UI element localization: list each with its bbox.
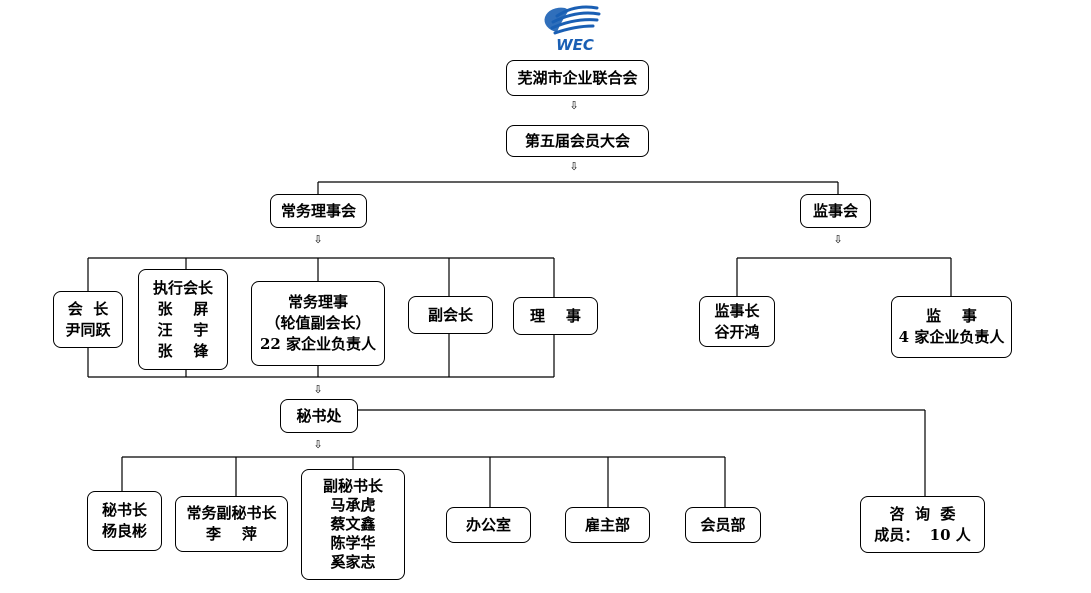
executive-vp-name: 汪 宇 (157, 320, 209, 339)
arrow-down-icon: ⇩ (313, 438, 323, 451)
supervisor-title: 监 事 (926, 307, 977, 325)
node-vice-president: 副会长 (408, 296, 493, 334)
supervisor-members: 4 家企业负责人 (898, 328, 1005, 346)
arrow-down-icon: ⇩ (833, 233, 843, 246)
node-deputy-sg: 副秘书长 马承虎 蔡文鑫 陈学华 奚家志 (301, 469, 405, 580)
node-supervisor: 监 事 4 家企业负责人 (891, 296, 1012, 358)
node-office: 办公室 (446, 507, 531, 543)
chief-supervisor-title: 监事长 (714, 301, 760, 320)
standing-director-subtitle: （轮值副会长） (265, 314, 371, 332)
director-title: 理 事 (530, 306, 581, 325)
node-executive-vp: 执行会长 张 屏 汪 宇 张 锋 (138, 269, 228, 370)
node-president: 会 长 尹同跃 (53, 291, 123, 348)
node-secretariat-label: 秘书处 (296, 406, 342, 425)
executive-deputy-sg-title: 常务副秘书长 (186, 504, 277, 522)
deputy-sg-name: 蔡文鑫 (330, 515, 376, 533)
executive-vp-name: 张 锋 (157, 341, 209, 360)
wec-logo: WEC (544, 5, 601, 54)
node-member-dept-label: 会员部 (700, 515, 746, 534)
node-secretariat: 秘书处 (280, 399, 358, 433)
arrow-down-icon: ⇩ (313, 233, 323, 246)
node-employer-dept: 雇主部 (565, 507, 650, 543)
standing-director-members: 22 家企业负责人 (259, 335, 377, 353)
executive-vp-name: 张 屏 (157, 299, 209, 318)
arrow-down-icon: ⇩ (313, 383, 323, 396)
node-member-dept: 会员部 (685, 507, 761, 543)
node-standing-council-label: 常务理事会 (280, 201, 356, 220)
node-supervisory-board-label: 监事会 (812, 201, 858, 220)
node-assembly-label: 第五届会员大会 (524, 131, 630, 150)
president-name: 尹同跃 (65, 320, 111, 339)
node-federation-label: 芜湖市企业联合会 (517, 68, 638, 87)
node-supervisory-board: 监事会 (800, 194, 871, 228)
executive-vp-title: 执行会长 (152, 278, 213, 297)
advisory-members: 成员： 10 人 (874, 525, 971, 544)
logo-text: WEC (556, 36, 594, 54)
standing-director-title: 常务理事 (287, 293, 348, 311)
node-chief-supervisor: 监事长 谷开鸿 (699, 296, 775, 347)
arrow-down-icon: ⇩ (569, 160, 579, 173)
deputy-sg-title: 副秘书长 (322, 477, 383, 495)
advisory-title: 咨 询 委 (889, 504, 956, 523)
node-office-label: 办公室 (465, 515, 511, 534)
node-advisory: 咨 询 委 成员： 10 人 (860, 496, 985, 553)
deputy-sg-name: 陈学华 (330, 534, 376, 552)
node-employer-dept-label: 雇主部 (584, 515, 630, 534)
deputy-sg-name: 奚家志 (330, 553, 376, 571)
node-standing-council: 常务理事会 (270, 194, 367, 228)
vice-president-title: 副会长 (427, 305, 473, 324)
president-title: 会 长 (67, 299, 109, 318)
node-secretary-general: 秘书长 杨良彬 (87, 491, 162, 551)
node-standing-director: 常务理事 （轮值副会长） 22 家企业负责人 (251, 281, 385, 366)
node-executive-deputy-sg: 常务副秘书长 李 萍 (175, 496, 288, 552)
chief-supervisor-name: 谷开鸿 (714, 322, 760, 341)
node-assembly: 第五届会员大会 (506, 125, 649, 157)
executive-deputy-sg-name: 李 萍 (206, 525, 257, 543)
secretary-general-name: 杨良彬 (101, 522, 147, 540)
arrow-down-icon: ⇩ (569, 99, 579, 112)
node-director: 理 事 (513, 297, 598, 335)
node-federation: 芜湖市企业联合会 (506, 60, 649, 96)
secretary-general-title: 秘书长 (101, 501, 147, 519)
deputy-sg-name: 马承虎 (330, 496, 376, 514)
